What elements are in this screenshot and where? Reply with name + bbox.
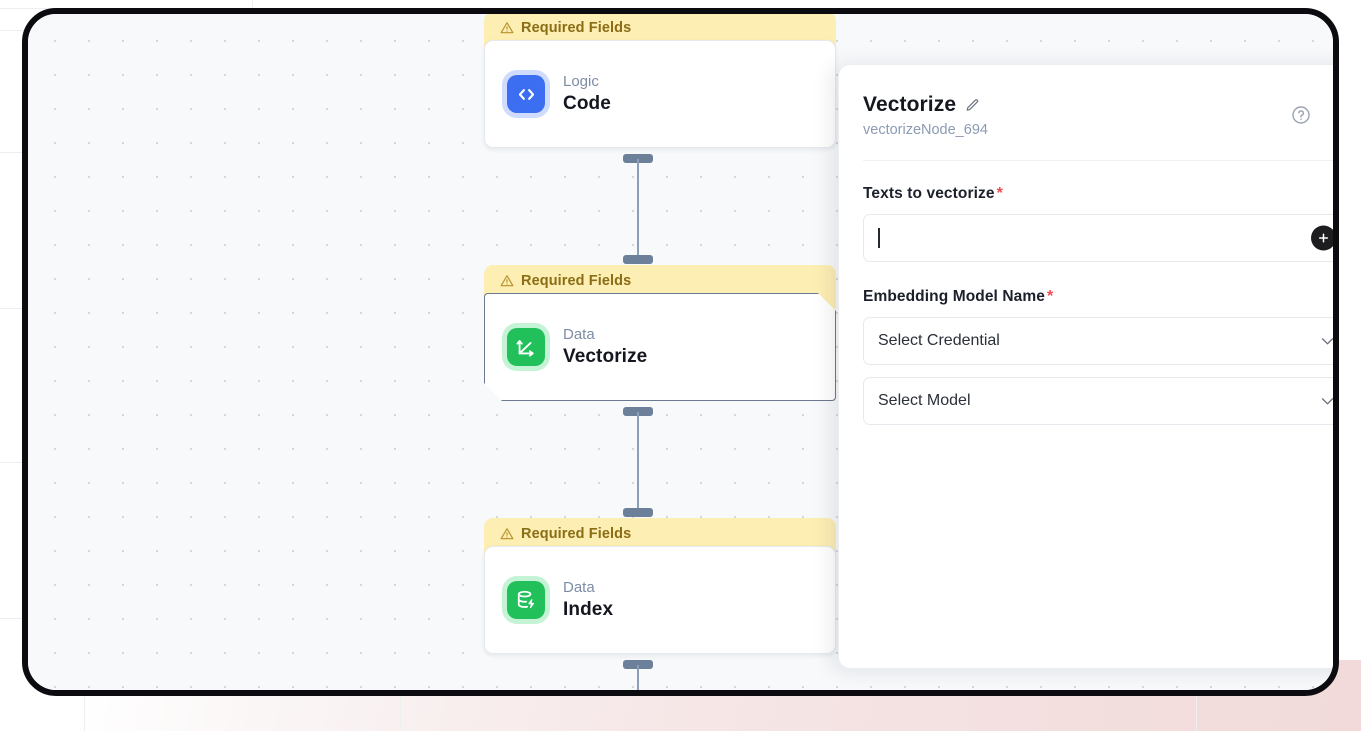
background-line (1196, 696, 1197, 731)
add-text-button[interactable] (1311, 225, 1333, 251)
node-text: Data Vectorize (563, 326, 647, 368)
chevron-down-icon (1321, 398, 1333, 405)
pencil-icon[interactable] (965, 98, 980, 113)
connector-handle-target[interactable] (623, 255, 653, 264)
close-icon[interactable] (1335, 105, 1339, 125)
node-title: Index (563, 599, 614, 620)
info-circle-icon[interactable] (1334, 289, 1339, 306)
flow-canvas[interactable]: Required Fields Logic Code (28, 14, 1333, 690)
node-title: Vectorize (563, 346, 648, 367)
field-label-row: Embedding Model Name* (863, 288, 1339, 306)
background-line (400, 696, 401, 731)
edge-vectorize-to-index (462, 407, 814, 537)
background-line (0, 462, 22, 463)
panel-header: Vectorize vectorizeNode_694 (839, 65, 1339, 138)
warning-triangle-icon (500, 274, 514, 286)
field-label: Embedding Model Name (863, 288, 1045, 305)
panel-title: Vectorize (863, 93, 957, 116)
connector-handle-target[interactable] (623, 508, 653, 517)
field-embedding-model-name: Embedding Model Name* Select Credential (863, 288, 1339, 425)
info-circle-icon[interactable] (1334, 186, 1339, 203)
field-texts-to-vectorize: Texts to vectorize* (863, 185, 1339, 262)
panel-body: Texts to vectorize* (839, 161, 1339, 425)
node-card-vectorize[interactable]: Data Vectorize (484, 293, 836, 401)
node-text: Data Index (563, 579, 613, 621)
panel-divider (863, 160, 1333, 161)
background-line (84, 696, 85, 731)
background-line (0, 618, 22, 619)
edge-code-to-vectorize (462, 154, 814, 284)
node-vectorize[interactable]: Required Fields Data Vec (484, 265, 836, 401)
edge-index-to-next (462, 660, 814, 690)
field-label-wrap: Embedding Model Name* (863, 288, 1053, 306)
panel-title-row: Vectorize (863, 93, 1333, 117)
select-credential-value: Select Credential (878, 332, 1000, 349)
field-label-row: Texts to vectorize* (863, 185, 1339, 203)
field-label-wrap: Texts to vectorize* (863, 185, 1003, 203)
edge-line (637, 159, 639, 259)
help-circle-icon[interactable] (1291, 105, 1311, 125)
node-text: Logic Code (563, 73, 611, 115)
select-credential-dropdown[interactable]: Select Credential (863, 317, 1333, 365)
node-card-code[interactable]: Logic Code (484, 40, 836, 148)
background-line (0, 152, 22, 153)
required-fields-label: Required Fields (521, 19, 632, 36)
node-category: Data (563, 326, 595, 343)
select-model-value: Select Model (878, 392, 971, 409)
required-fields-label: Required Fields (521, 525, 632, 542)
connector-handle-source[interactable] (623, 660, 653, 669)
vector-axes-icon (507, 328, 545, 366)
connector-handle-source[interactable] (623, 154, 653, 163)
node-inspector-panel: Vectorize vectorizeNode_694 (838, 64, 1339, 669)
database-bolt-icon (507, 581, 545, 619)
required-asterisk: * (1047, 288, 1054, 305)
panel-actions (1291, 105, 1339, 125)
required-asterisk: * (996, 185, 1003, 202)
panel-subtitle: vectorizeNode_694 (863, 122, 988, 138)
node-code[interactable]: Required Fields Logic Code (484, 14, 836, 148)
code-brackets-icon (507, 75, 545, 113)
node-card-index[interactable]: Data Index (484, 546, 836, 654)
node-index[interactable]: Required Fields Data Index (484, 518, 836, 654)
field-label: Texts to vectorize (863, 185, 995, 202)
edge-line (637, 412, 639, 512)
browser-frame: Required Fields Logic Code (22, 8, 1339, 696)
background-line (0, 308, 22, 309)
text-caret (878, 228, 880, 248)
select-model-dropdown[interactable]: Select Model (863, 377, 1333, 425)
connector-handle-source[interactable] (623, 407, 653, 416)
node-category: Logic (563, 73, 599, 90)
warning-triangle-icon (500, 527, 514, 539)
texts-to-vectorize-input[interactable] (863, 214, 1333, 262)
edge-line (637, 665, 639, 690)
plus-icon (1318, 233, 1329, 243)
warning-triangle-icon (500, 21, 514, 33)
node-title: Code (563, 93, 611, 114)
required-fields-label: Required Fields (521, 272, 632, 289)
node-category: Data (563, 579, 595, 596)
chevron-down-icon (1321, 338, 1333, 345)
